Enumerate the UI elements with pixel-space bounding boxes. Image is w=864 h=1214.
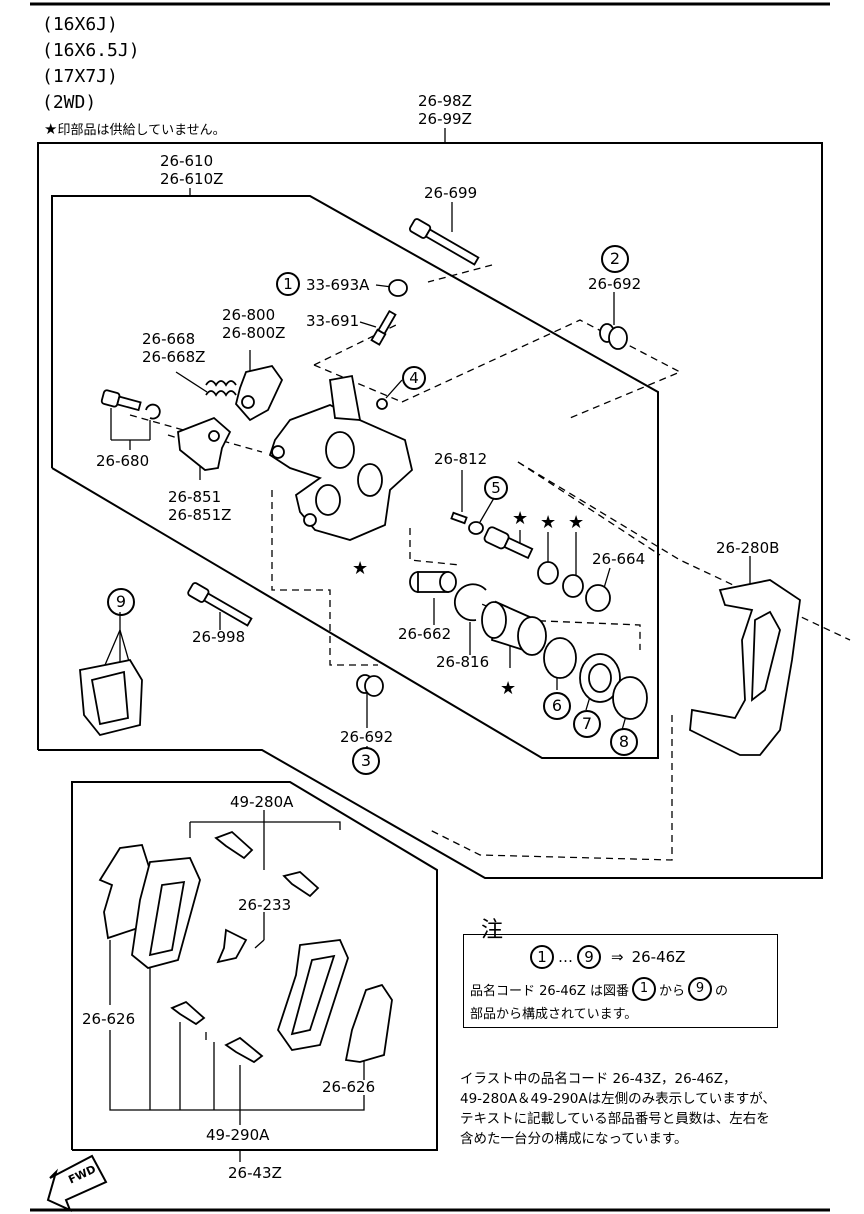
spec-16x65j: (16X6.5J): [42, 40, 140, 61]
spec-2wd: (2WD): [42, 92, 97, 113]
spec-16x6j: (16X6J): [42, 14, 118, 35]
part-26-662: 26-662: [398, 625, 452, 643]
part-26-668: 26-668: [142, 330, 196, 348]
note-range-end: 9: [577, 945, 601, 969]
note-box: 1 … 9 ⇒ 26-46Z 品名コード 26-46Z は図番 1 から 9 の…: [463, 934, 778, 1028]
note-to: 9: [687, 977, 712, 1001]
star-marker: ★: [568, 512, 585, 533]
part-26-664: 26-664: [592, 550, 646, 568]
callout-5: 5: [484, 476, 508, 500]
part-26-680: 26-680: [96, 452, 150, 470]
note-line2: 品名コード 26-46Z は図番 1 から 9 の: [470, 977, 728, 1001]
note-line2-b: から: [658, 983, 685, 999]
part-26-233: 26-233: [238, 896, 292, 914]
part-26-280b: 26-280B: [716, 539, 780, 557]
footnote-line-4: 含めた一台分の構成になっています。: [460, 1131, 688, 1147]
star-marker: ★: [512, 508, 529, 529]
note-line2-c: の: [714, 983, 728, 999]
part-26-692-bottom: 26-692: [340, 728, 394, 746]
part-26-851: 26-851: [168, 488, 222, 506]
note-heading: 注: [478, 918, 507, 944]
part-26-800z: 26-800Z: [222, 324, 286, 342]
part-26-99z: 26-99Z: [418, 110, 472, 128]
footnote-line-2: 49-280A＆49-290Aは左側のみ表示していますが、: [460, 1091, 776, 1107]
callout-7: 7: [573, 710, 601, 738]
note-ellipsis: …: [558, 948, 573, 966]
star-marker: ★: [352, 558, 369, 579]
note-line3: 部品から構成されています。: [470, 1007, 638, 1022]
footnote-line-1: イラスト中の品名コード 26-43Z，26-46Z，: [460, 1071, 737, 1087]
part-26-98z: 26-98Z: [418, 92, 472, 110]
note-line2-a: 品名コード 26-46Z は図番: [470, 983, 629, 999]
callout-2: 2: [601, 245, 629, 273]
note-arrow: ⇒: [611, 948, 624, 966]
part-26-816: 26-816: [436, 653, 490, 671]
part-26-610: 26-610: [160, 152, 214, 170]
callout-4: 4: [402, 366, 426, 390]
star-note-text: 印部品は供給していません。: [57, 123, 226, 138]
part-33-693a: 33-693A: [306, 276, 370, 294]
note-target: 26-46Z: [631, 948, 686, 966]
part-49-290a: 49-290A: [206, 1126, 270, 1144]
callout-1: 1: [276, 272, 300, 296]
part-49-280a: 49-280A: [230, 793, 294, 811]
star-marker: ★: [540, 512, 557, 533]
part-26-851z: 26-851Z: [168, 506, 232, 524]
callout-9: 9: [107, 588, 135, 616]
star-icon: ★: [44, 120, 58, 138]
note-range-start: 1: [530, 945, 554, 969]
callout-6: 6: [543, 692, 571, 720]
part-26-812: 26-812: [434, 450, 488, 468]
part-26-998: 26-998: [192, 628, 246, 646]
star-marker: ★: [500, 678, 517, 699]
part-26-800: 26-800: [222, 306, 276, 324]
footnote-line-3: テキストに記載している部品番号と員数は、左右を: [460, 1111, 770, 1127]
part-26-43z: 26-43Z: [228, 1164, 282, 1182]
star-note: ★印部品は供給していません。: [44, 120, 226, 140]
spec-17x7j: (17X7J): [42, 66, 118, 87]
note-line1: 1 … 9 ⇒ 26-46Z: [530, 945, 685, 969]
part-26-610z: 26-610Z: [160, 170, 224, 188]
part-26-692-top: 26-692: [588, 275, 642, 293]
part-26-626-right: 26-626: [322, 1078, 376, 1096]
part-26-626-left: 26-626: [82, 1010, 136, 1028]
note-from: 1: [631, 977, 656, 1001]
part-26-668z: 26-668Z: [142, 348, 206, 366]
part-33-691: 33-691: [306, 312, 360, 330]
callout-8: 8: [610, 728, 638, 756]
callout-3: 3: [352, 747, 380, 775]
part-26-699: 26-699: [424, 184, 478, 202]
